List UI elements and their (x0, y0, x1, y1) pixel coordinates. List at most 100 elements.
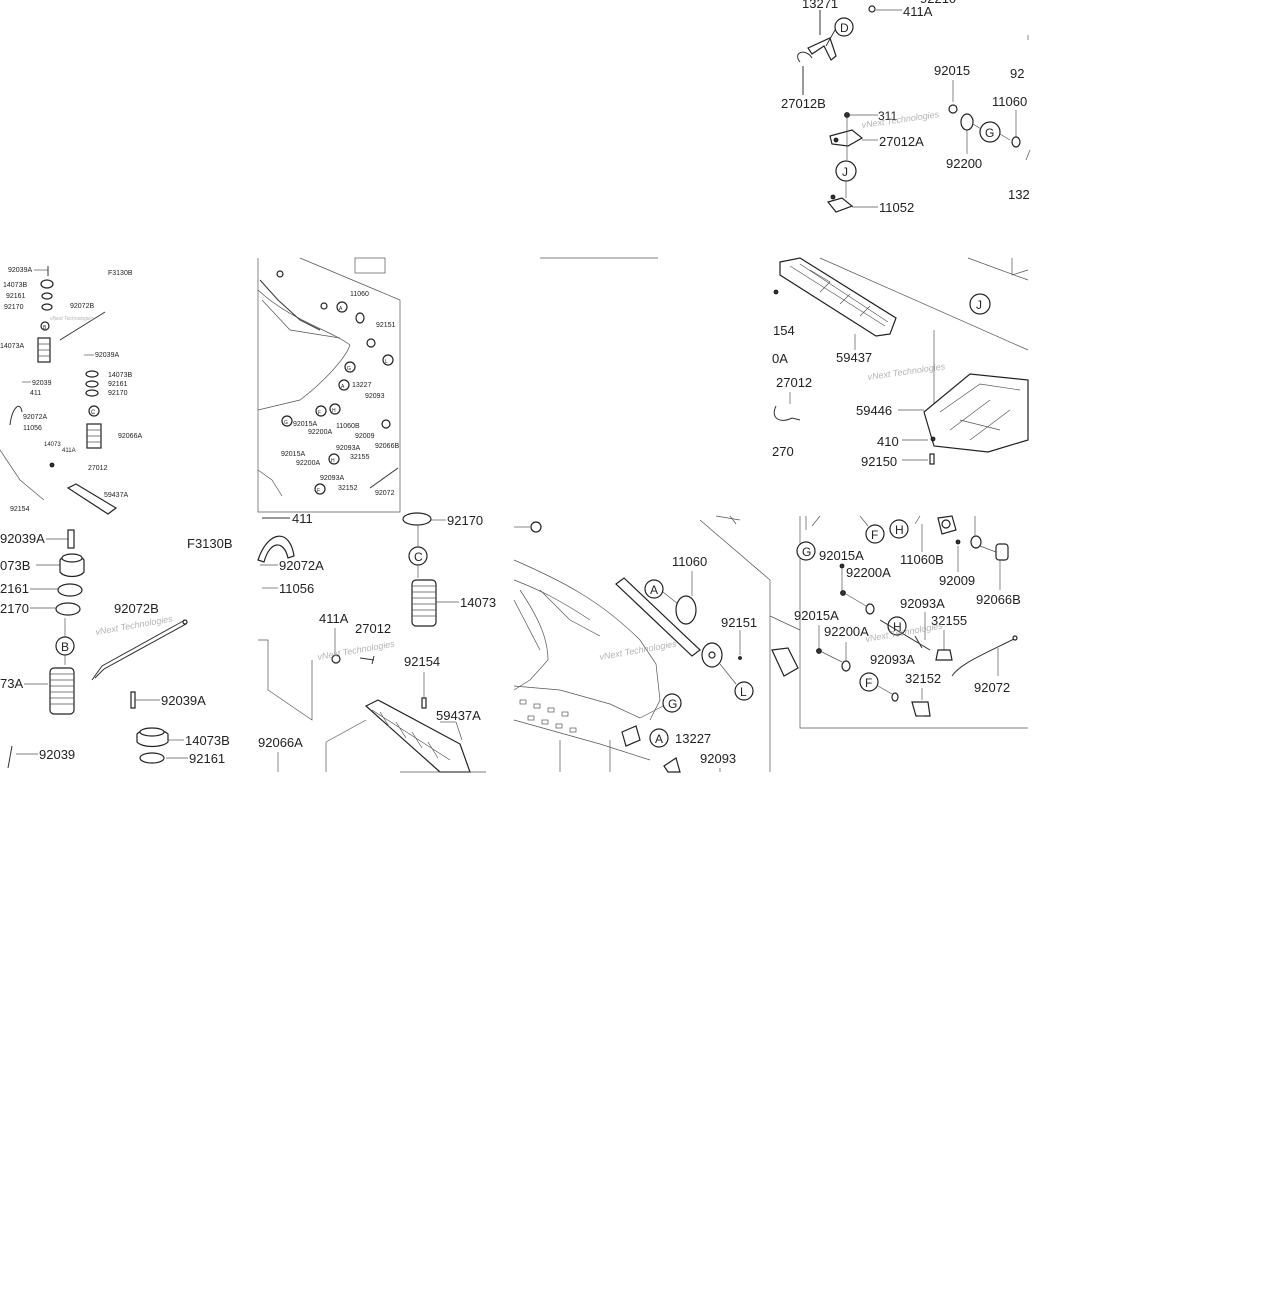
part-label: 92039A (95, 352, 119, 359)
tile-overview-left: F3130B 92039A 14073B 92161 92170 92072B … (0, 266, 142, 515)
part-label: 92015A (293, 421, 317, 428)
callout-label: G (802, 545, 811, 559)
part-label: 92066B (375, 443, 399, 450)
part-label: 411A (319, 611, 349, 626)
part-label: 92154 (10, 506, 30, 513)
part-label: 410 (877, 434, 899, 449)
watermark: vNext Technologies (861, 109, 940, 130)
part-label: 92072 (974, 680, 1010, 695)
part-label: 27012A (879, 134, 924, 149)
callout-label: A (655, 732, 663, 746)
part-label: 27012 (776, 375, 812, 390)
part-label: 92015 (934, 63, 970, 78)
callout-label: J (976, 298, 982, 312)
part-label: 411A (903, 4, 933, 19)
part-label: 270 (772, 444, 794, 459)
part-label: 92072A (279, 558, 324, 573)
part-label: 14073A (0, 343, 24, 350)
part-label: 92161 (108, 381, 128, 388)
callout-label: F (317, 488, 320, 494)
callout-label: J (842, 165, 848, 179)
part-label: 13227 (675, 731, 711, 746)
part-label: 14073 (460, 595, 496, 610)
callout-label: D (840, 21, 849, 35)
part-label: 11060 (672, 554, 707, 569)
part-label: 92150 (861, 454, 897, 469)
part-label: 11060B (336, 423, 360, 430)
part-label: 92170 (4, 304, 24, 311)
part-label: 59437A (104, 492, 128, 499)
callout-label: G (985, 126, 994, 140)
part-label: 59446 (856, 403, 892, 418)
part-label: 92200 (946, 156, 982, 171)
tile-right-mid: J 154 59437 0A 27012 270 vNext Technolog… (772, 257, 1029, 469)
part-label: 92039A (8, 267, 32, 274)
tile-bottom-left: F3130B 92039A 073B 2161 2170 B 73A 92072… (0, 529, 233, 769)
part-label: 13227 (352, 382, 372, 389)
part-label: 411 (30, 390, 41, 397)
part-label: 32155 (931, 613, 967, 628)
callout-d-top (834, 17, 854, 37)
part-label: 92093A (320, 475, 344, 482)
watermark: vNext Technologies (95, 613, 174, 637)
part-label: 92170 (108, 390, 128, 397)
tile-bottom-right: G F H 11060B 92009 92066B 92015A 92200A … (769, 515, 1028, 729)
part-label: 92072 (375, 490, 395, 497)
part-label: 311 (878, 109, 897, 123)
part-label: 92015A (819, 548, 864, 563)
callout-label: G (347, 366, 351, 372)
callout-label: L (385, 359, 388, 365)
callout-label: L (740, 685, 747, 699)
tile-top-right: D 411A 13271 92210 27012B 92015 92 11060… (781, 0, 1031, 215)
callout-label: A (650, 583, 658, 597)
part-label: 92200A (296, 460, 320, 467)
watermark: vNext Technologies (317, 638, 396, 662)
part-label: 073B (0, 558, 30, 573)
part-label: 92039A (0, 531, 45, 546)
part-label: 92072B (70, 303, 94, 310)
part-label: 32155 (350, 454, 370, 461)
part-label: 92072A (23, 414, 47, 421)
callout-label: A (339, 306, 343, 312)
part-label: 27012 (88, 465, 108, 472)
callout-label: A (341, 384, 345, 390)
part-label: 92015A (281, 451, 305, 458)
part-label: 11060B (900, 552, 944, 567)
part-label: 92210 (920, 0, 956, 6)
part-label: 92093 (700, 751, 736, 766)
callout-g-top (979, 121, 1001, 143)
part-label: 73A (0, 676, 23, 691)
part-label: 92066A (258, 735, 303, 750)
part-label: 132 (1008, 187, 1030, 202)
part-label: 32152 (338, 485, 358, 492)
callout-label: B (43, 325, 47, 331)
part-label: 27012 (355, 621, 391, 636)
part-label: 59437 (836, 350, 872, 365)
part-label: 13271 (802, 0, 838, 11)
part-label: 92066B (976, 592, 1021, 607)
part-label: 27012B (781, 96, 826, 111)
part-label: 2161 (0, 581, 29, 596)
part-label: 92151 (376, 322, 396, 329)
part-label: 411A (62, 448, 76, 454)
part-label: 92015A (794, 608, 839, 623)
part-label: 92200A (308, 429, 332, 436)
part-label: 92170 (447, 513, 483, 528)
part-label: 92093 (365, 393, 385, 400)
callout-label: C (91, 410, 96, 416)
part-label: 92161 (189, 751, 225, 766)
part-label: 14073 (44, 442, 61, 448)
part-label: 92039 (39, 747, 75, 762)
part-label: 92151 (721, 615, 757, 630)
part-label: 92039 (32, 380, 52, 387)
callout-label: F (871, 528, 878, 542)
part-label: 2170 (0, 601, 29, 616)
callout-label: H (893, 620, 902, 634)
part-label: 14073B (108, 372, 132, 379)
tile-overview-mid: A 11060 92151 L G A 13227 92093 F H G 11… (257, 257, 401, 513)
callout-label: H (332, 408, 336, 414)
part-label: 14073B (185, 733, 230, 748)
part-label: 92009 (939, 573, 975, 588)
part-label: 11052 (879, 200, 914, 215)
